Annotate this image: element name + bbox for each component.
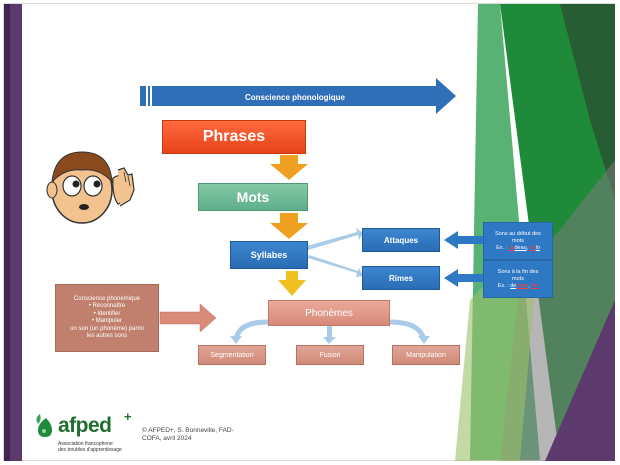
arrow-mots-syllabes xyxy=(270,213,308,239)
phonemic-line4: un son (un phonème) parmi xyxy=(70,325,144,332)
arrow-phonemic-phonemes xyxy=(159,303,217,333)
rimes-info-box: Sons à la fin des mots Ex. : demain, fin… xyxy=(483,260,553,298)
copyright-line2: COFA, avril 2024 xyxy=(142,435,192,442)
left-band-dark xyxy=(4,4,10,461)
attaques-info-line2: mots xyxy=(512,237,524,244)
manipulation-box: Manipulation xyxy=(392,345,460,365)
phonemic-item: Manipuler xyxy=(92,318,122,326)
phonemic-title: Conscience phonémique xyxy=(73,295,141,302)
phonemic-item: Reconnaître xyxy=(89,303,126,311)
rimes-box: Rimes xyxy=(362,266,440,290)
rimes-info-example: Ex. : demain, fini xyxy=(497,282,539,289)
afped-logo-plus: + xyxy=(124,409,132,424)
right-dark-shape xyxy=(560,4,615,200)
afped-logo-name: afped xyxy=(58,414,112,437)
syllabes-box: Syllabes xyxy=(230,241,308,269)
attaques-info-box: Sons au début des mots Ex. : cadeau, vel… xyxy=(483,222,553,260)
afped-logo-sub1: Association francophone xyxy=(58,441,113,447)
arrow-syllabes-attaques xyxy=(307,228,363,250)
afped-logo-subtitle: Association francophone des troubles d'a… xyxy=(58,441,122,453)
phonemic-awareness-box: Conscience phonémique Reconnaître Identi… xyxy=(55,284,159,352)
rimes-info-line2: mots xyxy=(512,275,524,282)
copyright-text: © AFPED+, S. Bonneville, FAD- COFA, avri… xyxy=(142,427,262,443)
arrow-phonemes-fusion xyxy=(327,326,332,338)
arrow-info-attaques xyxy=(444,231,483,249)
fusion-box: Fusion xyxy=(296,345,364,365)
attaques-info-example: Ex. : cadeau, velo xyxy=(496,244,540,251)
right-purple-shape xyxy=(545,300,615,461)
copyright-line1: © AFPED+, S. Bonneville, FAD- xyxy=(142,427,234,434)
phonemic-item: Identifier xyxy=(94,311,120,319)
banner-title: Conscience phonologique xyxy=(244,92,345,102)
arrow-info-rimes xyxy=(444,269,483,287)
arrow-phrases-mots xyxy=(270,155,308,180)
arrow-syllabes-phonemes xyxy=(278,271,306,296)
arrow-syllabes-rimes xyxy=(308,255,363,277)
phonemes-box: Phonèmes xyxy=(268,300,390,326)
phonemic-line5: les autres sons xyxy=(86,333,128,339)
arrow-phonemes-manipulation xyxy=(389,319,427,341)
banner-arrow xyxy=(140,78,456,114)
afped-logo-sub2: des troubles d'apprentissage xyxy=(58,447,122,453)
phrases-box: Phrases xyxy=(162,120,306,154)
attaques-info-line1: Sons au début des xyxy=(495,230,541,237)
afped-logo-icon xyxy=(36,414,52,437)
segmentation-box: Segmentation xyxy=(198,345,266,365)
listening-face-icon xyxy=(46,151,135,224)
rimes-info-line1: Sons à la fin des xyxy=(497,268,539,275)
attaques-box: Attaques xyxy=(362,228,440,252)
mots-box: Mots xyxy=(198,183,308,211)
